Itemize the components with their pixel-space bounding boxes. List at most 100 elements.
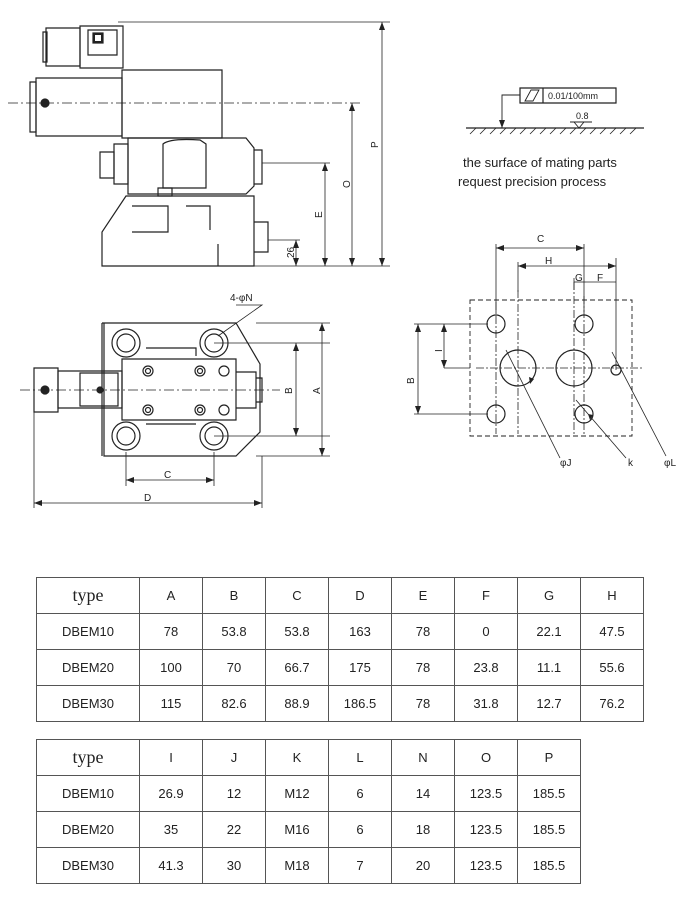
table-cell: DBEM20: [36, 649, 140, 686]
table-cell: 70: [202, 649, 266, 686]
solenoid-coil: [29, 69, 223, 139]
table-cell: 26.9: [139, 775, 203, 812]
valve-body: [99, 137, 263, 197]
table-cell: 76.2: [580, 685, 644, 722]
table-cell: 186.5: [328, 685, 392, 722]
table-row: DBEM20 35 22 M16 6 18 123.5 185.5: [36, 811, 581, 848]
mounting-base: [101, 195, 269, 267]
table-cell: 30: [202, 847, 266, 884]
header-cell: A: [139, 577, 203, 614]
table-cell: DBEM10: [36, 775, 140, 812]
dim-l: φL: [664, 458, 676, 469]
flatness-callout: [466, 87, 644, 135]
table-cell: 175: [328, 649, 392, 686]
mounting-surface: [414, 244, 667, 459]
table-row: DBEM30 115 82.6 88.9 186.5 78 31.8 12.7 …: [36, 685, 644, 722]
table-cell: DBEM30: [36, 685, 140, 722]
dim-26: 26: [286, 246, 297, 258]
dim-j: φJ: [560, 458, 571, 469]
header-cell: C: [265, 577, 329, 614]
dim-i: I: [434, 349, 445, 352]
table-cell: 123.5: [454, 775, 518, 812]
header-cell: F: [454, 577, 518, 614]
header-cell: K: [265, 739, 329, 776]
table-cell: 14: [391, 775, 455, 812]
table-cell: 123.5: [454, 847, 518, 884]
dim-p: P: [370, 141, 381, 148]
table-cell: 11.1: [517, 649, 581, 686]
table-cell: 12.7: [517, 685, 581, 722]
table-cell: M12: [265, 775, 329, 812]
table-cell: 53.8: [265, 613, 329, 650]
table-cell: 78: [391, 649, 455, 686]
dim-d: D: [144, 493, 151, 504]
dim-f: F: [597, 273, 603, 284]
table-cell: 0: [454, 613, 518, 650]
solenoid-connector: [42, 25, 124, 69]
table-cell: 6: [328, 811, 392, 848]
dim-o: O: [342, 180, 353, 188]
top-view: [20, 304, 330, 508]
table-cell: 18: [391, 811, 455, 848]
table-cell: 123.5: [454, 811, 518, 848]
header-cell: D: [328, 577, 392, 614]
technical-drawing: P O E 26 4-φN B A C D C H G F I B φJ k φ…: [8, 21, 676, 508]
header-cell: N: [391, 739, 455, 776]
dimension-table-2: type I J K L N O P DBEM10 26.9 12 M12 6 …: [36, 739, 581, 884]
roughness-value: 0.8: [576, 111, 589, 121]
table-cell: DBEM30: [36, 847, 140, 884]
table-cell: 53.8: [202, 613, 266, 650]
dim-4n: 4-φN: [230, 293, 253, 304]
table-cell: 185.5: [517, 775, 581, 812]
header-cell: P: [517, 739, 581, 776]
table-cell: 55.6: [580, 649, 644, 686]
dim-g: G: [575, 273, 583, 284]
dim-c-right: C: [537, 234, 544, 245]
table-cell: 185.5: [517, 811, 581, 848]
front-view: [8, 21, 390, 267]
header-cell: J: [202, 739, 266, 776]
table-row: DBEM30 41.3 30 M18 7 20 123.5 185.5: [36, 847, 581, 884]
table-cell: 100: [139, 649, 203, 686]
dim-e: E: [314, 211, 325, 218]
table-cell: 88.9: [265, 685, 329, 722]
header-cell: E: [391, 577, 455, 614]
header-cell: B: [202, 577, 266, 614]
table-cell: 22.1: [517, 613, 581, 650]
table-cell: 78: [391, 613, 455, 650]
note-line-1: the surface of mating parts: [463, 155, 617, 170]
table-cell: DBEM20: [36, 811, 140, 848]
header-cell: type: [36, 739, 140, 776]
header-cell: H: [580, 577, 644, 614]
header-cell: L: [328, 739, 392, 776]
table-cell: M18: [265, 847, 329, 884]
table-cell: 6: [328, 775, 392, 812]
note-line-2: request precision process: [458, 174, 607, 189]
table-cell: 185.5: [517, 847, 581, 884]
header-cell: type: [36, 577, 140, 614]
table-cell: 22: [202, 811, 266, 848]
dim-b-right: B: [406, 377, 417, 384]
table-cell: 115: [139, 685, 203, 722]
table-cell: 41.3: [139, 847, 203, 884]
table-cell: 20: [391, 847, 455, 884]
table-header-row: type A B C D E F G H: [36, 577, 644, 614]
dim-c-top: C: [164, 470, 171, 481]
table-cell: DBEM10: [36, 613, 140, 650]
table-row: DBEM10 26.9 12 M12 6 14 123.5 185.5: [36, 775, 581, 812]
header-cell: I: [139, 739, 203, 776]
table-cell: 47.5: [580, 613, 644, 650]
table-cell: 163: [328, 613, 392, 650]
dimension-table-1: type A B C D E F G H DBEM10 78 53.8 53.8…: [36, 577, 644, 722]
table-cell: 23.8: [454, 649, 518, 686]
table-cell: 7: [328, 847, 392, 884]
dimension-labels: P O E 26 4-φN B A C D C H G F I B φJ k φ…: [144, 91, 676, 504]
dim-h: H: [545, 256, 552, 267]
dim-b-top: B: [284, 387, 295, 394]
table-cell: M16: [265, 811, 329, 848]
dim-k: k: [628, 458, 634, 469]
flatness-value: 0.01/100mm: [548, 91, 598, 101]
table-row: DBEM20 100 70 66.7 175 78 23.8 11.1 55.6: [36, 649, 644, 686]
dim-a: A: [312, 387, 323, 394]
